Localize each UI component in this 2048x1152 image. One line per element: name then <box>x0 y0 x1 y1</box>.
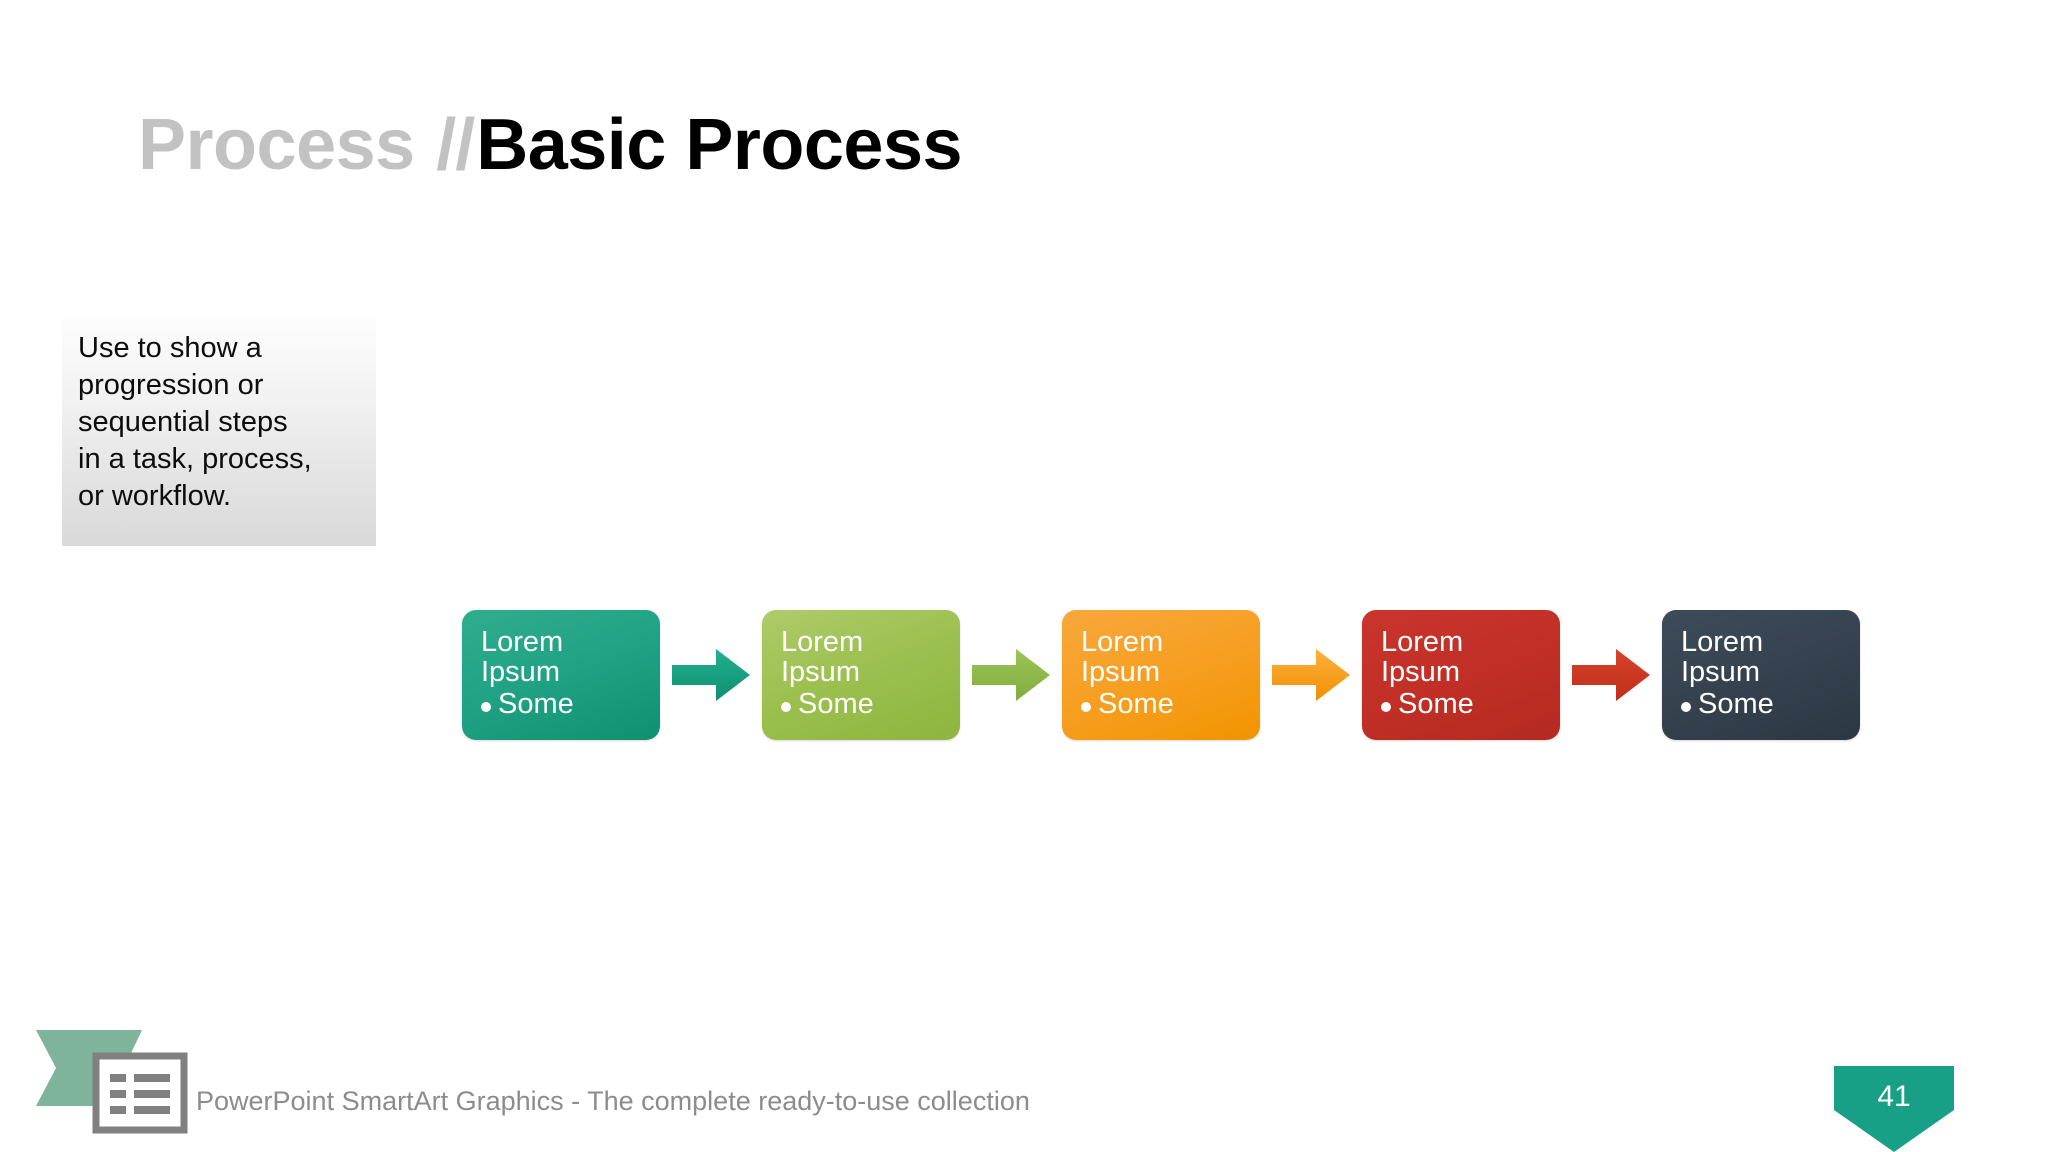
process-node-3-bullet-1: Some <box>1081 689 1260 720</box>
process-node-4-title: Lorem Ipsum <box>1381 626 1464 688</box>
process-node-5-bullets: Some <box>1681 689 1860 720</box>
process-arrow-1 <box>660 610 762 740</box>
process-arrow-2 <box>960 610 1062 740</box>
process-node-3-bullets: Some <box>1081 689 1260 720</box>
page-title: Process //Basic Process <box>138 105 963 185</box>
description-callout: Use to show a progression or sequential … <box>62 318 376 546</box>
process-node-1-title: Lorem Ipsum <box>481 626 564 688</box>
arrow-right-icon <box>1572 647 1650 703</box>
title-category: Process <box>138 105 435 185</box>
smartart-process-diagram: Lorem Ipsum Some Lorem <box>462 610 1862 742</box>
process-node-3-title: Lorem Ipsum <box>1081 626 1164 688</box>
process-node-2[interactable]: Lorem Ipsum Some <box>762 610 960 740</box>
badge-shape <box>1834 1066 1954 1152</box>
process-node-5-title: Lorem Ipsum <box>1681 626 1764 688</box>
process-node-3-content: Lorem Ipsum Some <box>1062 610 1260 720</box>
process-node-5[interactable]: Lorem Ipsum Some <box>1662 610 1860 740</box>
process-node-2-content: Lorem Ipsum Some <box>762 610 960 720</box>
process-node-1[interactable]: Lorem Ipsum Some <box>462 610 660 740</box>
process-node-3[interactable]: Lorem Ipsum Some <box>1062 610 1260 740</box>
title-separator: // <box>436 105 475 185</box>
process-node-5-content: Lorem Ipsum Some <box>1662 610 1860 720</box>
process-node-1-bullets: Some <box>481 689 660 720</box>
footer-logo <box>34 1028 194 1140</box>
process-node-4-content: Lorem Ipsum Some <box>1362 610 1560 720</box>
list-document-icon <box>92 1052 188 1134</box>
description-text: Use to show a progression or sequential … <box>78 332 312 513</box>
process-node-2-bullet-1: Some <box>781 689 960 720</box>
arrow-right-icon <box>972 647 1050 703</box>
process-arrow-3 <box>1260 610 1362 740</box>
process-node-4-bullets: Some <box>1381 689 1560 720</box>
process-node-4[interactable]: Lorem Ipsum Some <box>1362 610 1560 740</box>
page-number-text: 41 <box>1877 1080 1911 1113</box>
footer-caption: PowerPoint SmartArt Graphics - The compl… <box>196 1086 1030 1116</box>
page-number-badge: 41 <box>1834 1066 1954 1152</box>
process-node-5-bullet-1: Some <box>1681 689 1860 720</box>
title-name: Basic Process <box>476 105 963 185</box>
process-node-1-content: Lorem Ipsum Some <box>462 610 660 720</box>
process-node-1-bullet-1: Some <box>481 689 660 720</box>
arrow-right-icon <box>1272 647 1350 703</box>
process-node-4-bullet-1: Some <box>1381 689 1560 720</box>
process-node-2-bullets: Some <box>781 689 960 720</box>
arrow-right-icon <box>672 647 750 703</box>
process-arrow-4 <box>1560 610 1662 740</box>
process-node-2-title: Lorem Ipsum <box>781 626 864 688</box>
